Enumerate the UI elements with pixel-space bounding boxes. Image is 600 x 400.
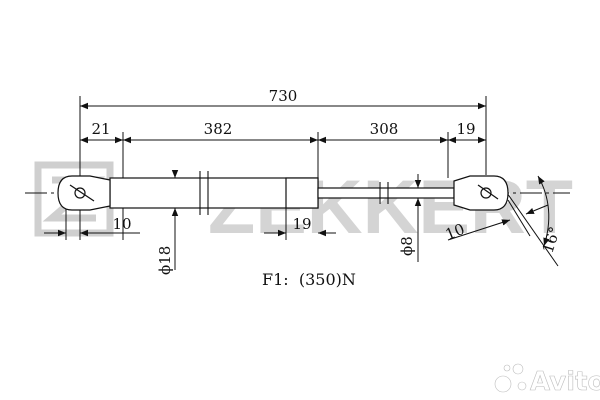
label-overall-length: 730 <box>269 87 298 105</box>
label-cylinder-end: 19 <box>292 215 311 233</box>
force-label: F1: (350)N <box>262 270 356 289</box>
label-cylinder-length: 382 <box>204 120 233 138</box>
break-marks <box>199 171 389 215</box>
label-right-small: 10 <box>443 220 467 244</box>
label-rod-diameter: ϕ8 <box>398 236 416 256</box>
label-left-eye-offset: 21 <box>91 120 110 138</box>
dimension-lines <box>44 102 550 270</box>
right-ball-socket <box>480 187 492 199</box>
label-right-eye-offset: 19 <box>456 120 475 138</box>
dim-line-10-right <box>447 219 511 241</box>
watermark: Avito <box>494 363 600 397</box>
gas-spring <box>57 175 509 211</box>
avito-logo-icon <box>494 363 527 393</box>
cylinder-end-cap <box>285 177 319 209</box>
watermark-text: Avito <box>530 367 600 397</box>
piston-rod <box>317 187 455 199</box>
label-left-small: 10 <box>112 215 131 233</box>
label-rod-length: 308 <box>370 120 399 138</box>
label-cylinder-diameter: ϕ18 <box>156 246 174 275</box>
angle-arc <box>537 175 550 247</box>
